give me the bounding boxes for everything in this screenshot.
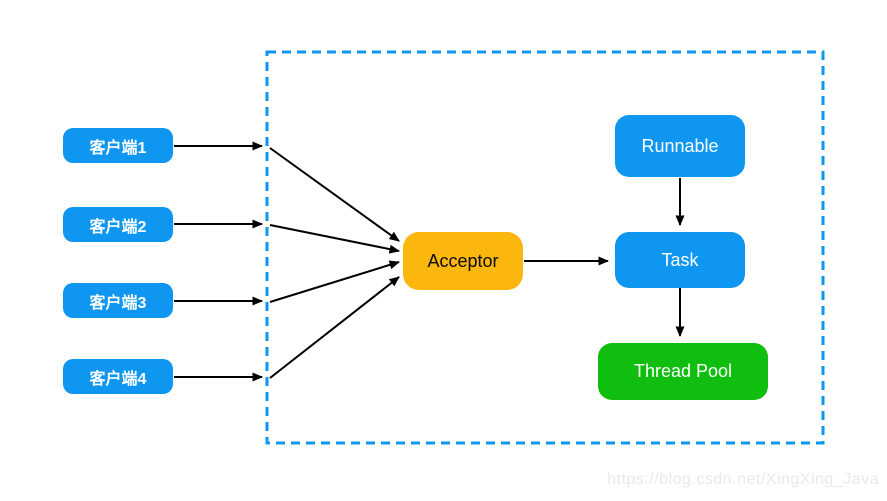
node-task-label: Task [661,249,699,270]
node-runnable: Runnable [615,115,745,177]
node-client2-label: 客户端2 [89,218,147,236]
node-client2: 客户端2 [63,207,173,242]
node-client1-label: 客户端1 [89,139,147,157]
arrow-boundary1-to-acceptor [269,147,400,242]
arrow-boundary2-to-acceptor [269,224,400,254]
node-client1: 客户端1 [63,128,173,163]
node-acceptor-label: Acceptor [427,250,499,271]
arrow-boundary4-to-acceptor [269,276,400,379]
server-boundary-dashed-box [265,50,825,445]
node-runnable-label: Runnable [641,135,719,156]
node-task: Task [615,232,745,288]
node-acceptor: Acceptor [403,232,523,290]
node-client4-label: 客户端4 [89,370,147,388]
node-client4: 客户端4 [63,359,173,394]
csdn-watermark: https://blog.csdn.net/XingXing_Java [607,471,879,488]
arrow-boundary3-to-acceptor [269,260,400,303]
node-client3-label: 客户端3 [89,294,147,312]
node-thread-pool: Thread Pool [598,343,768,400]
node-client3: 客户端3 [63,283,173,318]
node-thread-pool-label: Thread Pool [633,361,733,381]
